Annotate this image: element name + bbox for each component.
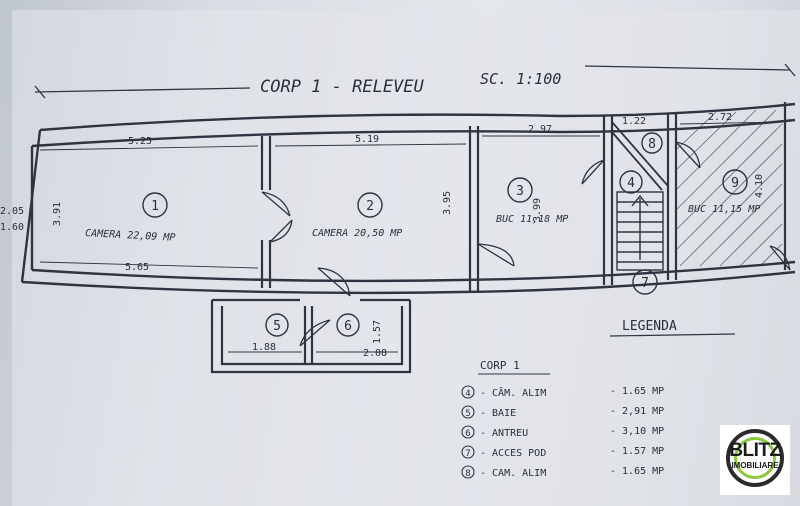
logo-brand: BLITZ [729,440,781,461]
room-3-number: 3 [516,184,524,199]
dim-1-57: 1.57 [372,320,383,344]
dim-4-10: 4.10 [754,174,765,198]
hatched-area [675,109,783,267]
legend-item-8-name: - CAM. ALIM [480,468,546,479]
room-3-circle [507,177,533,203]
legend-item-5-num: 5 [465,409,470,419]
staircase [616,191,664,271]
dim-3-99: 3.99 [532,198,543,222]
dim-2-05: 2.05 [0,206,24,217]
lower-annex-walls [210,298,412,374]
diagonal-wall [611,121,669,191]
dim-5-19: 5.19 [355,134,379,145]
dim-5-25: 5.25 [128,136,152,147]
legend-item-6-value: - 3,10 MP [610,426,664,437]
dim-2-08: 2.08 [363,348,387,359]
room-8-number: 8 [648,137,656,152]
room-labels: CAMERA 22,09 MP CAMERA 20,50 MP BUC 11,1… [85,204,760,244]
room-5-number: 5 [273,319,281,334]
dim-3-95: 3.95 [442,191,453,215]
dimension-lines [39,121,781,353]
room-8-circle [641,132,663,154]
dim-2-97: 2.97 [528,124,552,135]
room-9-number: 9 [731,176,739,191]
dim-3-91: 3.91 [52,202,63,226]
room-2-circle [357,192,383,218]
room-4-circle [619,170,643,194]
dim-1-22: 1.22 [622,116,646,127]
legend-item-5-value: - 2,91 MP [610,406,664,417]
dimension-values: 5.25 5.19 2.97 1.22 2.72 5.65 3.95 3.99 … [0,112,765,359]
dim-1-60: 1.60 [0,222,24,233]
logo-subtitle: IMOBILIARE [731,461,779,470]
room-1-circle [142,192,168,218]
room-6-number: 6 [344,319,352,334]
room-markers [142,132,748,337]
room-numbers: 1 2 3 4 5 6 7 8 9 [151,137,739,334]
room-1-number: 1 [151,199,159,214]
room-9-label: BUC 11,15 MP [688,204,760,215]
legend-item-4-num: 4 [465,389,470,399]
legend-item-7-name: - ACCES POD [480,448,546,459]
legend-item-4-name: - CĂM. ALIM [480,386,546,399]
room-3-label: BUC 11,18 MP [496,214,568,225]
room-7-number: 7 [641,276,649,291]
logo-ring-icon [726,429,784,487]
legend-title: LEGENDA [622,319,677,334]
legend-items: 4 - CĂM. ALIM - 1.65 MP 5 - BAIE - 2,91 … [461,385,664,479]
legend-item-7-value: - 1.57 MP [610,446,664,457]
room-6-circle [336,313,360,337]
legend: LEGENDA CORP 1 4 - CĂM. ALIM - 1.65 MP 5… [461,319,736,479]
outer-walls [20,102,796,295]
room-4-number: 4 [627,176,635,191]
plan-scale: SC. 1:100 [480,70,561,88]
legend-item-4-value: - 1.65 MP [610,386,664,397]
legend-group: CORP 1 [480,359,520,372]
room-5-circle [265,313,289,337]
room-2-label: CAMERA 20,50 MP [312,228,402,239]
room-7-circle [632,269,658,295]
legend-item-6-num: 6 [465,429,470,439]
room-9-circle [722,169,748,195]
dim-1-88: 1.88 [252,342,276,353]
legend-item-8-value: - 1.65 MP [610,466,664,477]
interior-walls [260,102,787,292]
room-1-label: CAMERA 22,09 MP [85,228,176,244]
legend-item-7-num: 7 [465,449,470,459]
blitz-logo: BLITZ IMOBILIARE [720,425,790,495]
title-dimension-line [34,63,796,99]
room-2-number: 2 [366,199,374,214]
dim-5-65: 5.65 [125,262,149,273]
legend-item-8-num: 8 [465,469,470,479]
legend-item-6-name: - ANTREU [480,428,528,439]
legend-item-5-name: - BAIE [480,408,516,419]
plan-title: CORP 1 - RELEVEU [260,77,425,97]
dim-2-72: 2.72 [708,112,732,123]
